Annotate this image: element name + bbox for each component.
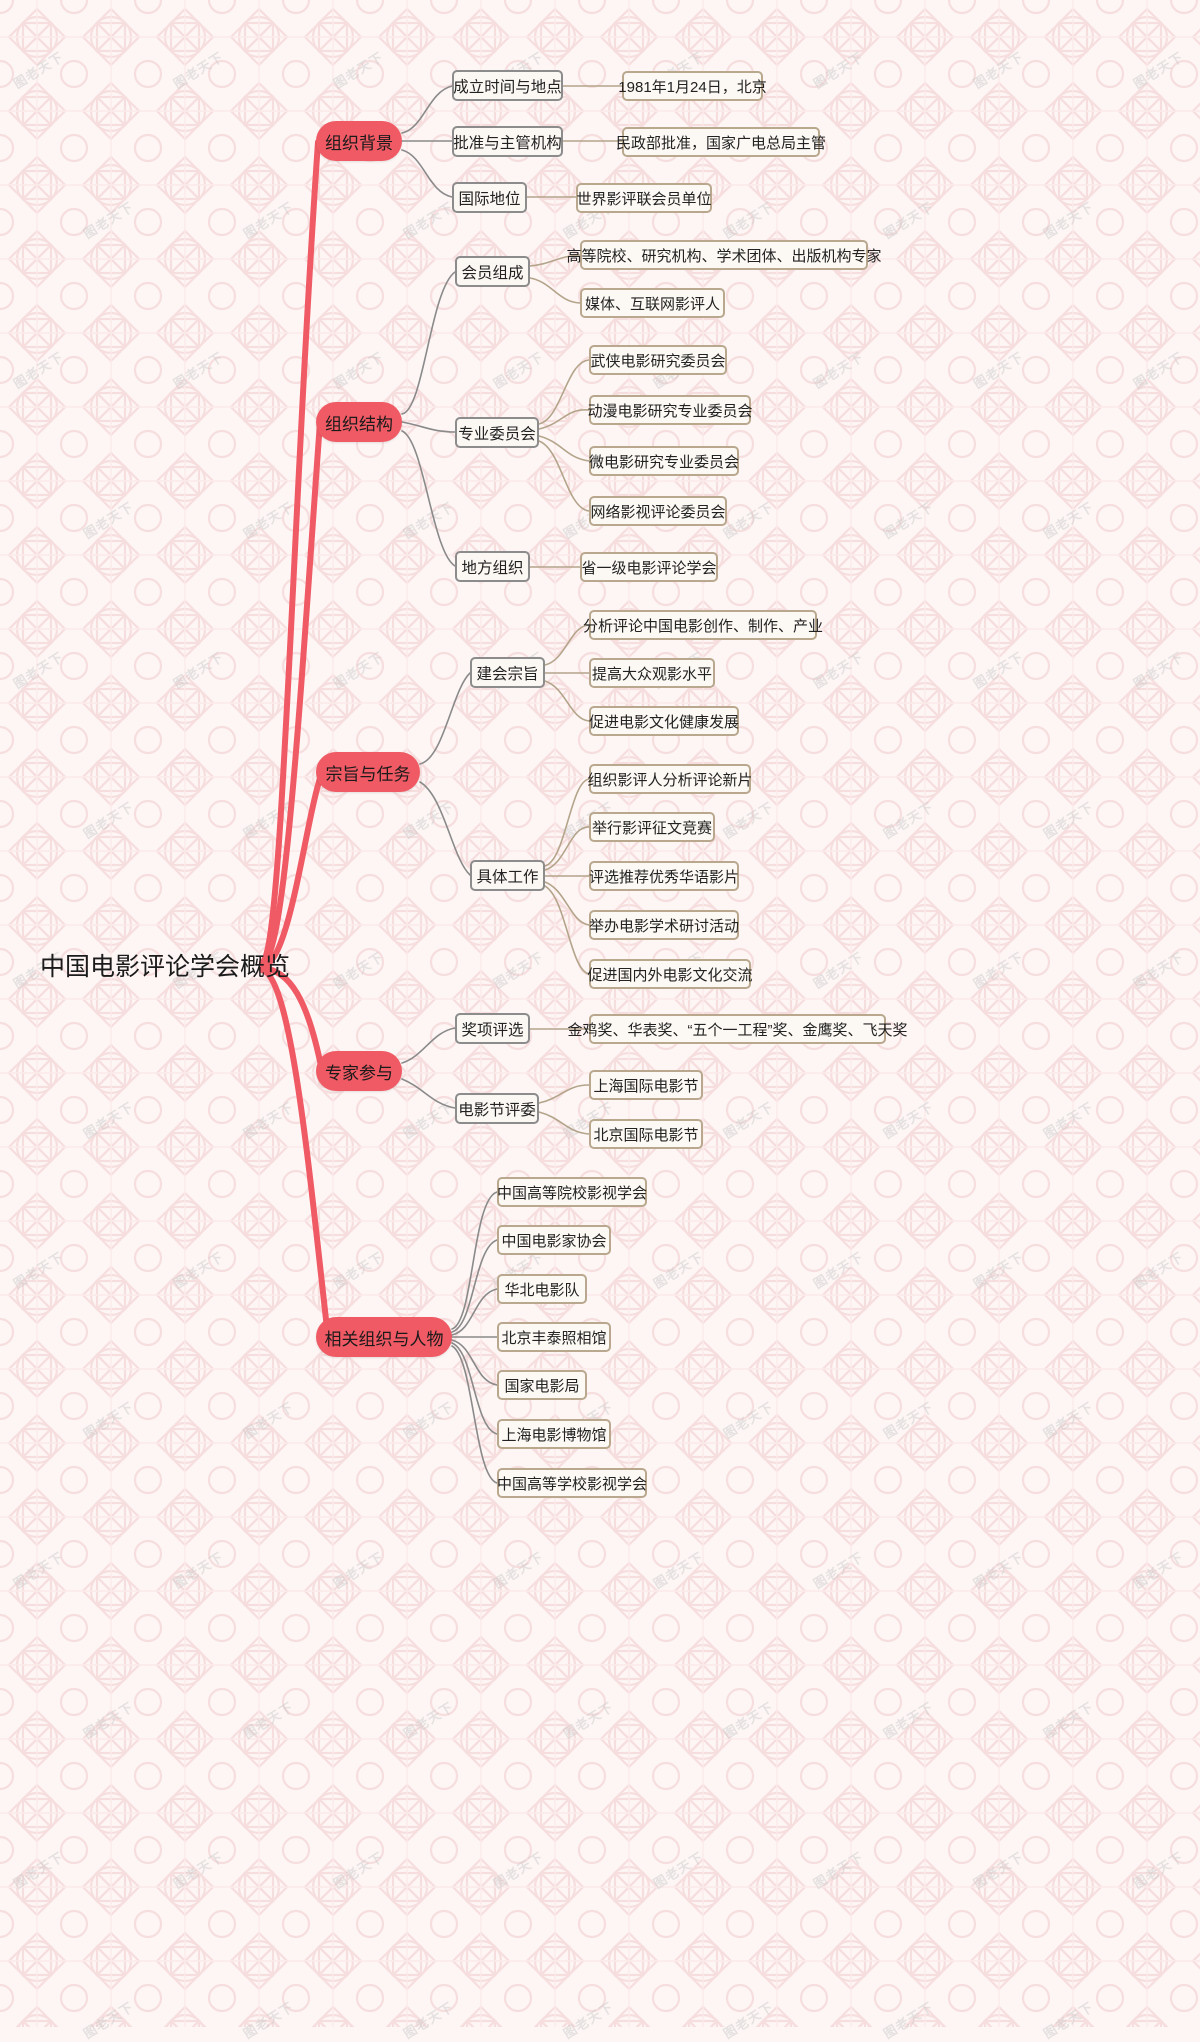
leaf-node-label: 促进国内外电影文化交流	[587, 966, 753, 984]
leaf-node-label: 上海国际电影节	[593, 1077, 699, 1095]
leaf-node-label: 省一级电影评论学会	[581, 559, 717, 577]
leaf-node-label: 网络影视评论委员会	[590, 503, 726, 521]
sub-node-label: 批准与主管机构	[453, 134, 562, 152]
leaf-node[interactable]: 华北电影队	[497, 1274, 587, 1304]
branch-node-label: 专家参与	[325, 1063, 393, 1083]
leaf-node[interactable]: 评选推荐优秀华语影片	[589, 861, 739, 891]
branch-node[interactable]: 相关组织与人物	[316, 1317, 452, 1357]
leaf-node-label: 微电影研究专业委员会	[589, 453, 740, 471]
leaf-node-label: 动漫电影研究专业委员会	[587, 402, 753, 420]
sub-node[interactable]: 电影节评委	[455, 1093, 539, 1124]
sub-node[interactable]: 建会宗旨	[470, 657, 545, 688]
sub-node[interactable]: 国际地位	[452, 182, 527, 213]
leaf-node-label: 1981年1月24日，北京	[618, 78, 767, 96]
leaf-node[interactable]: 国家电影局	[497, 1370, 587, 1400]
sub-node-label: 成立时间与地点	[453, 78, 562, 96]
leaf-node-label: 高等院校、研究机构、学术团体、出版机构专家	[566, 247, 882, 265]
leaf-node[interactable]: 分析评论中国电影创作、制作、产业	[583, 610, 823, 640]
leaf-node-label: 分析评论中国电影创作、制作、产业	[583, 617, 824, 635]
sub-node[interactable]: 成立时间与地点	[452, 70, 563, 101]
sub-node[interactable]: 批准与主管机构	[452, 126, 563, 157]
sub-node[interactable]: 专业委员会	[455, 417, 539, 448]
leaf-node[interactable]: 促进国内外电影文化交流	[587, 959, 753, 989]
branch-node[interactable]: 专家参与	[316, 1051, 402, 1091]
branch-node-label: 组织背景	[325, 133, 393, 153]
leaf-node[interactable]: 北京丰泰照相馆	[497, 1322, 611, 1352]
leaf-node[interactable]: 微电影研究专业委员会	[589, 446, 739, 476]
leaf-node[interactable]: 世界影评联会员单位	[576, 183, 712, 213]
leaf-node-label: 举办电影学术研讨活动	[589, 917, 740, 935]
leaf-node[interactable]: 组织影评人分析评论新片	[587, 764, 753, 794]
branch-node[interactable]: 组织结构	[316, 402, 402, 442]
leaf-node-label: 北京国际电影节	[593, 1126, 699, 1144]
leaf-node-label: 中国高等院校影视学会	[497, 1184, 648, 1202]
leaf-node[interactable]: 武侠电影研究委员会	[589, 345, 727, 375]
leaf-node[interactable]: 举行影评征文竞赛	[589, 812, 715, 842]
branch-node-label: 宗旨与任务	[325, 764, 411, 784]
leaf-node-label: 上海电影博物馆	[501, 1426, 607, 1444]
leaf-node[interactable]: 举办电影学术研讨活动	[589, 910, 739, 940]
sub-node-label: 专业委员会	[458, 425, 536, 443]
leaf-node[interactable]: 上海国际电影节	[589, 1070, 703, 1100]
leaf-node-label: 民政部批准，国家广电总局主管	[616, 134, 827, 152]
sub-node-label: 电影节评委	[458, 1101, 536, 1119]
leaf-node-label: 媒体、互联网影评人	[585, 295, 721, 313]
leaf-node-label: 北京丰泰照相馆	[501, 1329, 607, 1347]
branch-node-label: 相关组织与人物	[324, 1329, 444, 1349]
leaf-node[interactable]: 媒体、互联网影评人	[580, 288, 725, 318]
leaf-node[interactable]: 中国电影家协会	[497, 1225, 611, 1255]
leaf-node[interactable]: 中国高等院校影视学会	[497, 1177, 647, 1207]
sub-node[interactable]: 奖项评选	[455, 1013, 530, 1044]
leaf-node-label: 提高大众观影水平	[592, 665, 713, 683]
leaf-node[interactable]: 1981年1月24日，北京	[618, 71, 767, 101]
leaf-node-label: 国家电影局	[504, 1377, 580, 1395]
sub-node-label: 国际地位	[458, 190, 521, 208]
branch-node[interactable]: 组织背景	[316, 121, 402, 161]
sub-node-label: 奖项评选	[461, 1021, 524, 1039]
branch-node[interactable]: 宗旨与任务	[316, 752, 420, 792]
leaf-node[interactable]: 省一级电影评论学会	[580, 552, 718, 582]
leaf-node-label: 中国高等学校影视学会	[497, 1475, 648, 1493]
leaf-node[interactable]: 中国高等学校影视学会	[497, 1468, 647, 1498]
leaf-node[interactable]: 北京国际电影节	[589, 1119, 703, 1149]
sub-node[interactable]: 地方组织	[455, 551, 530, 582]
leaf-node[interactable]: 上海电影博物馆	[497, 1419, 611, 1449]
leaf-node[interactable]: 提高大众观影水平	[589, 658, 715, 688]
root-node[interactable]: 中国电影评论学会概览	[40, 948, 290, 982]
leaf-node-label: 武侠电影研究委员会	[590, 352, 726, 370]
leaf-node-label: 评选推荐优秀华语影片	[589, 868, 740, 886]
leaf-node[interactable]: 网络影视评论委员会	[589, 496, 727, 526]
root-label: 中国电影评论学会概览	[40, 953, 291, 981]
leaf-node-label: 中国电影家协会	[501, 1232, 607, 1250]
leaf-node-label: 华北电影队	[504, 1281, 580, 1299]
leaf-node-label: 世界影评联会员单位	[576, 190, 712, 208]
leaf-node-label: 促进电影文化健康发展	[589, 713, 740, 731]
branch-node-label: 组织结构	[325, 414, 393, 434]
sub-node-label: 建会宗旨	[476, 665, 539, 683]
leaf-node[interactable]: 促进电影文化健康发展	[589, 706, 739, 736]
sub-node-label: 地方组织	[461, 559, 524, 577]
leaf-node[interactable]: 民政部批准，国家广电总局主管	[616, 127, 826, 157]
leaf-node[interactable]: 动漫电影研究专业委员会	[587, 395, 753, 425]
sub-node[interactable]: 会员组成	[455, 256, 530, 287]
leaf-node[interactable]: 金鸡奖、华表奖、“五个一工程”奖、金鹰奖、飞天奖	[568, 1014, 908, 1044]
leaf-node[interactable]: 高等院校、研究机构、学术团体、出版机构专家	[567, 240, 882, 270]
leaf-node-label: 组织影评人分析评论新片	[587, 771, 753, 789]
sub-node-label: 会员组成	[461, 264, 524, 282]
sub-node-label: 具体工作	[476, 868, 539, 886]
leaf-node-label: 金鸡奖、华表奖、“五个一工程”奖、金鹰奖、飞天奖	[567, 1021, 908, 1039]
leaf-node-label: 举行影评征文竞赛	[592, 819, 713, 837]
sub-node[interactable]: 具体工作	[470, 860, 545, 891]
